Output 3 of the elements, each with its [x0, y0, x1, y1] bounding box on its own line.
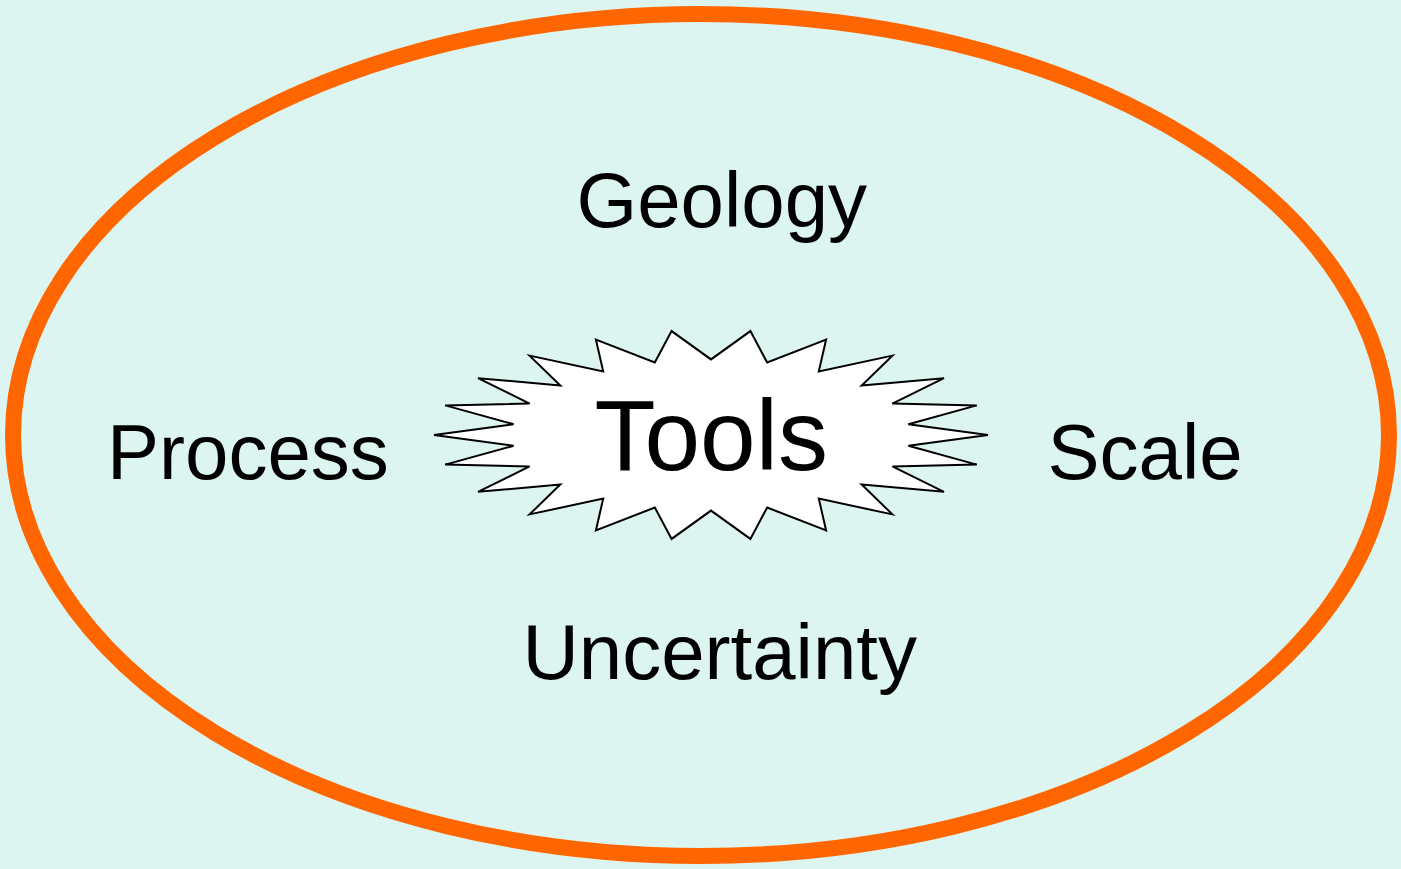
- label: Process: [107, 413, 389, 491]
- node-label: Tools: [594, 385, 828, 485]
- label: Scale: [1047, 413, 1243, 491]
